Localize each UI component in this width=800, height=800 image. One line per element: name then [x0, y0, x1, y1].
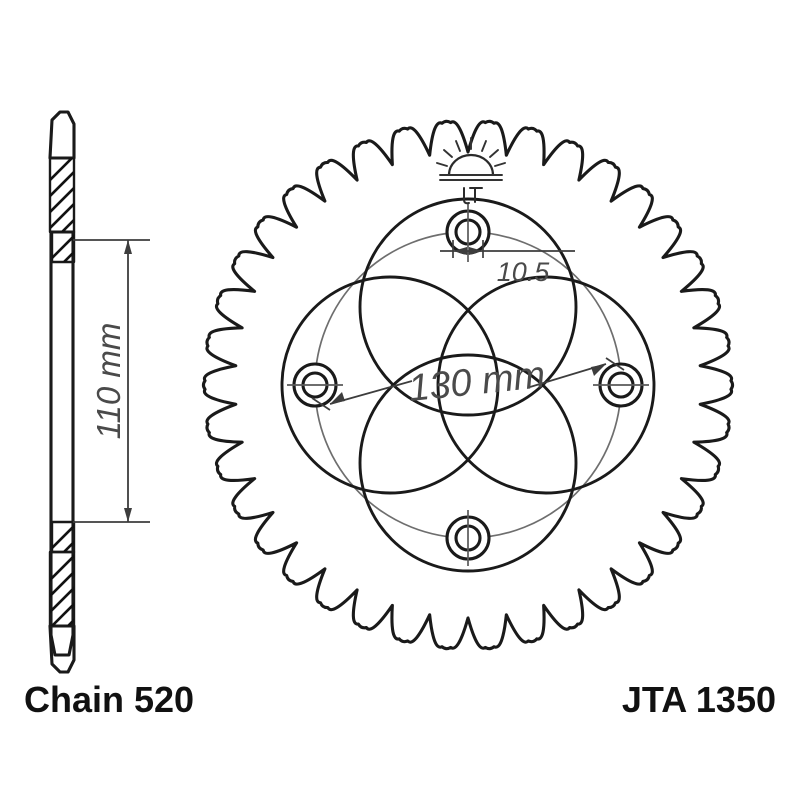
sunburst-rays-icon	[436, 137, 506, 167]
hub-lobe-bottom	[358, 353, 578, 573]
upper-section-hatching	[50, 158, 74, 232]
upper-notch-hatching	[52, 234, 74, 262]
lower-notch-hatching	[52, 524, 74, 552]
upper-tooth-tip	[48, 110, 76, 160]
lower-section-hatching	[50, 554, 74, 626]
sprocket-teeth-outline	[201, 119, 735, 651]
side-profile-view: 110 mm	[48, 110, 150, 674]
sprocket-face-view: 10.5 130 mm	[201, 119, 735, 651]
hub-lobe-left	[280, 275, 500, 495]
thickness-dimension: 110 mm	[73, 239, 150, 523]
lower-tooth-tip	[48, 624, 76, 674]
dim-arrow-up	[124, 240, 132, 254]
sun-dome-icon	[447, 153, 495, 176]
hub-quatrefoil-cutout	[280, 197, 656, 573]
bolt-hole-dimension-label: 10.5	[497, 257, 551, 287]
part-number-label: JTA 1350	[622, 679, 776, 720]
hub-lobe-top	[358, 197, 578, 417]
dim-arrow-down	[124, 508, 132, 522]
bolt-circle-dimension: 130 mm	[311, 354, 625, 411]
jt-letters-icon	[463, 187, 483, 205]
chain-label: Chain 520	[24, 679, 194, 720]
thickness-dimension-label: 110 mm	[90, 323, 127, 440]
jt-sunburst-logo	[436, 137, 506, 205]
upper-notch	[50, 230, 76, 264]
bolt-hole-centerlines	[287, 204, 649, 566]
bolt-hole-dimension: 10.5	[440, 240, 575, 287]
hub-lobe-right	[436, 275, 656, 495]
